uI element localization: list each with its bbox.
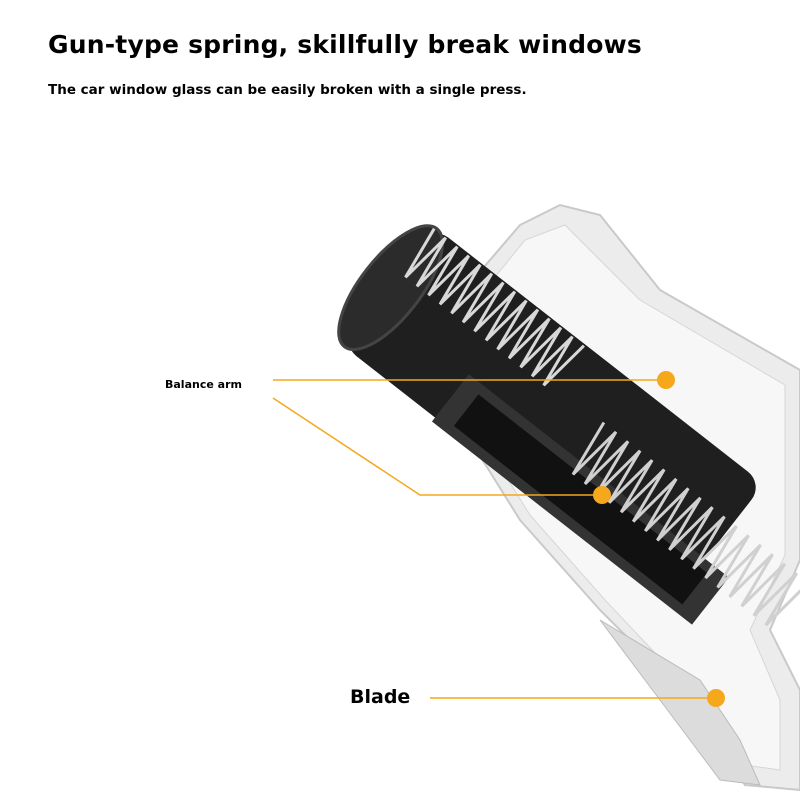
page-subtitle: The car window glass can be easily broke…: [48, 82, 527, 98]
lower-spring: [571, 421, 800, 627]
core-cylinder: [337, 224, 756, 625]
blade-dot: [707, 689, 725, 707]
upper-spring: [404, 227, 585, 387]
annotation-lines: [272, 379, 716, 699]
balance-arm-dot-2: [593, 486, 611, 504]
blade-label: Blade: [350, 686, 411, 708]
balance-arm-dot-1: [657, 371, 675, 389]
page-title: Gun-type spring, skillfully break window…: [48, 30, 642, 59]
balance-arm-leader-2: [272, 397, 602, 496]
balance-arm-label: Balance arm: [165, 378, 242, 391]
